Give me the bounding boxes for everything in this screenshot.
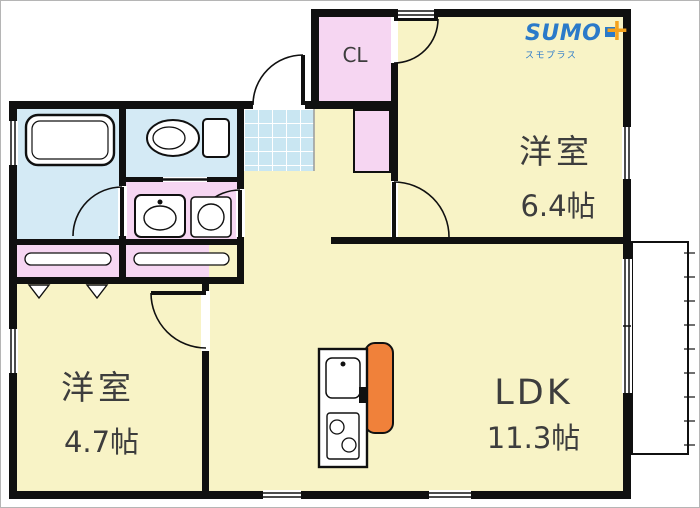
sumo-plus-icon: + <box>604 13 630 48</box>
wall <box>9 101 17 499</box>
wall <box>119 109 126 284</box>
bathroom-floor <box>17 109 119 239</box>
bedroom-top-label: 洋室 <box>519 132 593 171</box>
wall <box>331 237 623 244</box>
ldk-size: 11.3帖 <box>486 421 581 455</box>
sumo-logo: SUMO + スモプラス <box>525 13 630 61</box>
wall <box>202 284 209 291</box>
wall <box>237 109 244 284</box>
wall <box>202 351 209 491</box>
entrance-tile <box>244 109 314 171</box>
bedroom-top-size: 6.4帖 <box>520 189 596 223</box>
sumo-logo-text: SUMO <box>525 21 602 46</box>
washroom-floor <box>126 182 237 239</box>
bedroom-left-label: 洋室 <box>61 368 135 407</box>
sumo-plus-glyph: + <box>604 13 630 48</box>
wall <box>126 177 163 182</box>
wall <box>9 277 244 284</box>
balcony <box>631 241 689 455</box>
wall <box>311 9 631 17</box>
wall <box>207 177 237 182</box>
wall <box>623 9 631 499</box>
ldk-label: LDK <box>494 373 573 413</box>
sumo-logo-subtitle: スモプラス <box>525 51 578 61</box>
entrance-closet <box>353 109 391 173</box>
sumo-plus-square <box>605 27 616 37</box>
wall <box>9 101 391 109</box>
toilet-floor <box>126 109 237 177</box>
room-cl-floor <box>319 17 391 101</box>
wall <box>9 491 631 499</box>
room-ldk-floor <box>209 244 623 491</box>
wall <box>9 239 244 245</box>
bedroom-left-size: 4.7帖 <box>63 425 140 459</box>
wall <box>391 63 398 181</box>
closet-strip-left <box>17 245 119 277</box>
wall <box>311 9 319 109</box>
closet-label: CL <box>342 43 368 67</box>
